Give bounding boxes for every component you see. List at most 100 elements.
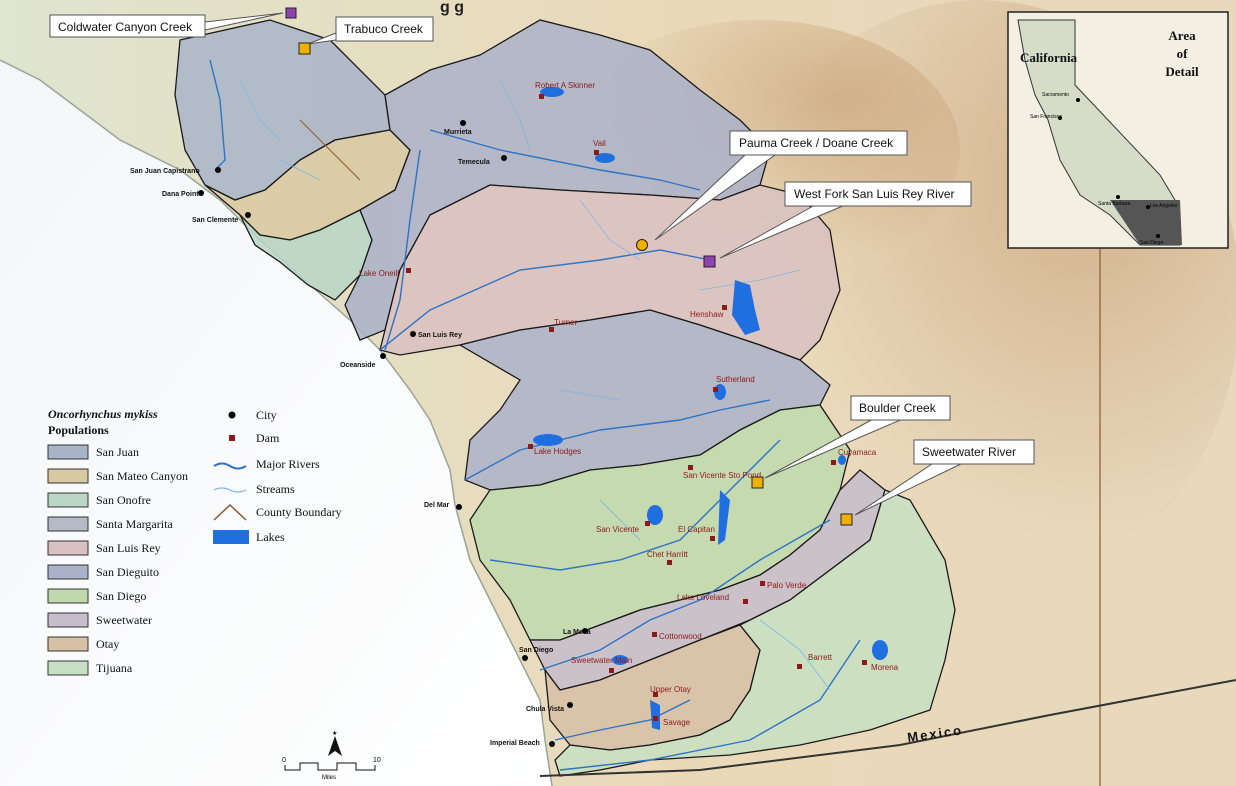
dam: Cottonwood — [652, 632, 702, 641]
callout-label: Trabuco Creek — [344, 22, 424, 36]
city: Temecula — [458, 155, 507, 166]
dam-label: Upper Otay — [650, 685, 691, 694]
population-marker — [703, 255, 716, 268]
international-border — [539, 679, 1236, 777]
dam-label: Robert A Skinner — [535, 81, 595, 90]
lake-otay — [650, 700, 660, 730]
legend-label: Lakes — [256, 530, 285, 544]
dam: San Vicente — [596, 521, 650, 534]
population-marker — [285, 7, 297, 19]
callouts: Coldwater Canyon Creek Trabuco Creek Pau… — [49, 7, 1035, 526]
dam-label: Palo Verde — [767, 581, 807, 590]
coastline — [0, 59, 553, 786]
inset-area-label: of — [1177, 46, 1189, 61]
dams: Robert A Skinner Vail Lake Oneill Turner… — [359, 81, 899, 727]
dam: Robert A Skinner — [535, 81, 595, 99]
callout-label: Boulder Creek — [859, 401, 937, 415]
legend-label: Dam — [256, 431, 280, 445]
city-label: Murrieta — [444, 129, 472, 136]
boundary-symbol — [213, 503, 247, 521]
inset-map: California Area of Detail Sacramento San… — [1007, 11, 1229, 249]
legend-swatch — [47, 636, 89, 652]
legend-item: San Juan — [47, 444, 139, 460]
population-marker — [751, 476, 764, 489]
dam-label: Turner — [554, 318, 578, 327]
legend-label: San Mateo Canyon — [96, 469, 188, 483]
legend-swatch — [47, 588, 89, 604]
city-label: San Diego — [519, 647, 553, 654]
city: San Luis Rey — [410, 331, 462, 339]
legend-item: Sweetwater — [47, 612, 152, 628]
inset-city: San Francisco — [1030, 114, 1062, 120]
dam: Vail — [593, 139, 606, 155]
legend-label: City — [256, 408, 277, 422]
city-label: Oceanside — [340, 362, 376, 369]
dam-label: Chet Harritt — [647, 550, 689, 559]
lake-sweetwater — [612, 655, 628, 665]
legend-item: Lakes — [213, 530, 285, 544]
scale-unit-label: Miles — [322, 775, 336, 781]
population-marker — [840, 513, 853, 526]
cities: Murrieta Temecula San Juan Capistrano Da… — [130, 120, 591, 747]
legend-item: San Mateo Canyon — [47, 468, 188, 484]
dam: Palo Verde — [760, 581, 807, 590]
dam-label: El Capitan — [678, 525, 715, 534]
lake-el-capitan — [718, 490, 730, 545]
legend-swatch — [47, 540, 89, 556]
lake-symbol — [213, 530, 249, 544]
city-label: Temecula — [458, 159, 490, 166]
inset-city-label: San Diego — [1140, 240, 1164, 246]
city: La Mesa — [563, 628, 591, 636]
legend-label: Otay — [96, 637, 119, 651]
callout-trabuco: Trabuco Creek — [298, 16, 434, 55]
dam: Sweetwater Main — [571, 656, 632, 673]
streams — [239, 79, 831, 691]
dam: San Vicente Sto Pond — [683, 465, 761, 480]
city: San Juan Capistrano — [130, 167, 221, 175]
legend-label: Tijuana — [96, 661, 133, 675]
dam: Barrett — [797, 653, 833, 669]
city: San Diego — [519, 647, 553, 661]
legend-item: Otay — [47, 636, 119, 652]
legend-swatch — [47, 660, 89, 676]
legend-swatch — [47, 564, 89, 580]
california-outline — [1017, 19, 1181, 246]
legend-item: Tijuana — [47, 660, 133, 676]
legend-label: Sweetwater — [96, 613, 152, 627]
city: Dana Point — [162, 190, 204, 198]
city-label: Del Mar — [424, 502, 450, 509]
dam: Lake Hodges — [528, 444, 581, 456]
callout-label: Sweetwater River — [922, 445, 1016, 459]
dam-label: Barrett — [808, 653, 833, 662]
dam-label: Sutherland — [716, 375, 755, 384]
pacific-ocean — [0, 60, 552, 786]
city: Chula Vista — [526, 702, 573, 713]
dam-label: Morena — [871, 663, 899, 672]
major-rivers — [209, 59, 861, 771]
legend-item: Dam — [229, 431, 280, 445]
legend-item: Streams — [213, 482, 295, 496]
city-label: Imperial Beach — [490, 740, 540, 747]
callout-pauma: Pauma Creek / Doane Creek — [636, 130, 908, 251]
legend-label: San Luis Rey — [96, 541, 161, 555]
lake-skinner — [540, 87, 564, 97]
legend-swatch — [47, 468, 89, 484]
lake-hodges — [533, 434, 563, 446]
dam: Morena — [862, 660, 899, 672]
north-arrow: ★ — [328, 730, 342, 756]
dam-label: Lake Loveland — [677, 593, 729, 602]
legend-item: Major Rivers — [213, 457, 320, 471]
legend-label: Santa Margarita — [96, 517, 173, 531]
callout-label: Pauma Creek / Doane Creek — [739, 136, 894, 150]
inset-city-label: Santa Barbara — [1098, 201, 1130, 207]
scale-bar: 0 10 Miles — [282, 757, 381, 781]
map-title-fragment: g g — [440, 0, 464, 16]
legend-swatch — [47, 492, 89, 508]
svg-text:★: ★ — [332, 730, 337, 737]
inset-city-label: Los Angeles — [1150, 203, 1178, 209]
legend-item: City — [228, 408, 277, 422]
area-of-detail-highlight — [1110, 200, 1182, 245]
dam-label: Cottonwood — [659, 632, 702, 641]
legend-swatch — [47, 516, 89, 532]
